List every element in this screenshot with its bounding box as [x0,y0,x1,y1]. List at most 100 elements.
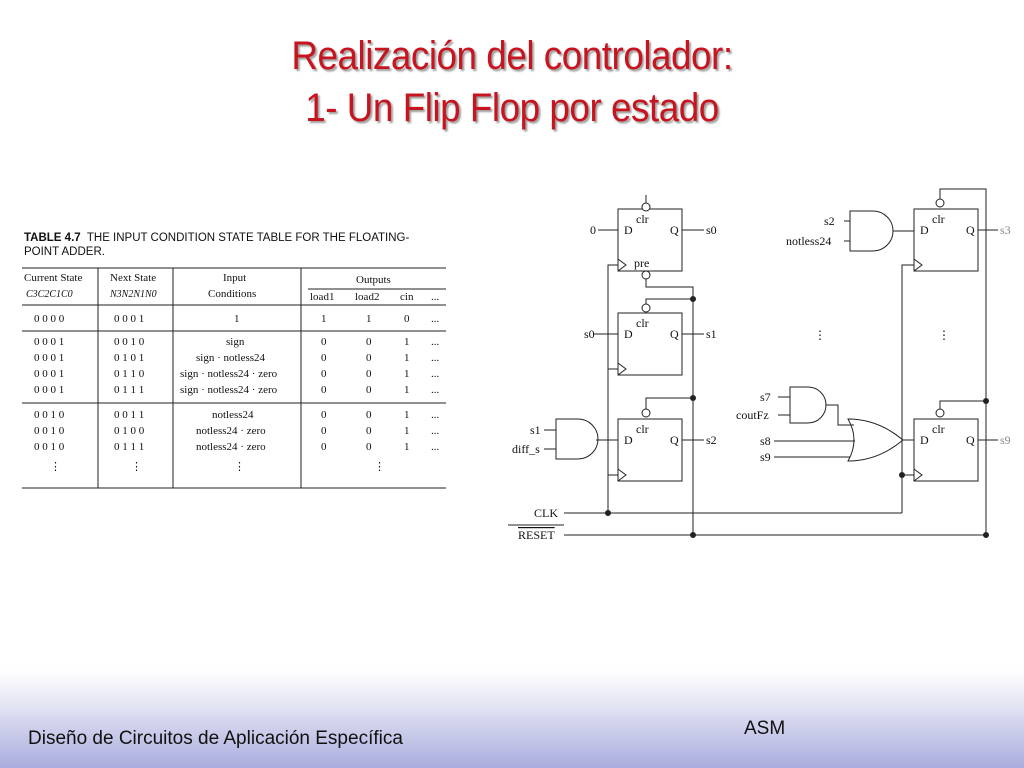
header-current-state: Current State [24,272,83,284]
ff3-clr: clr [932,212,945,226]
ellipsis-left: ⋮ [814,328,826,342]
cell-cs: 0 0 0 1 [34,336,65,348]
table-caption: TABLE 4.7 THE INPUT CONDITION STATE TABL… [24,231,444,259]
cell-cond: sign · notless24 [196,352,266,364]
cell-cs: ⋮ [50,461,61,473]
cell-ns: 0 1 1 0 [114,368,145,380]
cell-cs: 0 0 0 0 [34,313,65,325]
clk-label: CLK [534,506,558,520]
cell-ns: 0 1 0 1 [114,352,145,364]
cell-more: ... [431,441,440,453]
input-s1-label: s1 [530,423,541,437]
cell-cin: 0 [404,313,410,325]
cell-load2: 0 [366,352,372,364]
cell-cond: sign · notless24 · zero [180,368,278,380]
cell-cin: 1 [404,352,410,364]
ff0-pre: pre [634,256,649,270]
title-line-1: Realización del controlador: [291,34,733,78]
title-line-2: 1- Un Flip Flop por estado [305,86,719,130]
input-s9-label: s9 [760,450,771,464]
cell-cs: 0 0 1 0 [34,441,65,453]
cell-load1: 0 [321,409,327,421]
section-name: ASM [744,718,786,739]
cell-load1: 1 [321,313,327,325]
slide-title: Realización del controlador: 1- Un Flip … [41,30,983,134]
input-diff-s-label: diff_s [512,442,540,456]
cell-ns: 0 0 1 1 [114,409,145,421]
cell-cin: 1 [404,384,410,396]
cell-more: ... [431,313,440,325]
cell-load1: 0 [321,368,327,380]
flip-flop-1 [617,312,683,376]
cell-cin: 1 [404,368,410,380]
output-s3-label: s3 [1000,223,1011,237]
header-more: ... [431,291,440,303]
table-label: TABLE 4.7 [24,232,81,244]
ff1-q: Q [670,327,679,341]
cell-ns: 0 1 0 0 [114,425,145,437]
header-input: Input [223,272,247,284]
ff0-clr: clr [636,212,649,226]
input-zero-label: 0 [590,223,596,237]
table-caption-text: THE INPUT CONDITION STATE TABLE FOR THE … [24,232,410,258]
one-hot-schematic: clr D Q pre clr D Q clr D Q clr D Q clr … [508,183,1016,540]
cell-ns: 0 1 1 1 [114,384,145,396]
header-current-state-vars: C3C2C1C0 [26,289,73,300]
cell-cond: notless24 · zero [196,425,266,437]
cell-load2: 0 [366,409,372,421]
input-s2-label: s2 [824,214,835,228]
header-load1: load1 [310,291,335,303]
cell-cin: 1 [404,441,410,453]
cell-more: ... [431,368,440,380]
reset-label: RESET [518,528,555,540]
cell-load2: 0 [366,425,372,437]
cell-load2: 0 [366,336,372,348]
header-next-state: Next State [110,272,157,284]
cell-load2: 0 [366,368,372,380]
header-next-state-vars: N3N2N1N0 [110,289,157,300]
flip-flop-3 [913,208,979,272]
cell-load1: 0 [321,441,327,453]
state-table-figure: TABLE 4.7 THE INPUT CONDITION STATE TABL… [18,213,458,533]
cell-ns: 0 0 1 0 [114,336,145,348]
output-s2-label: s2 [706,433,717,447]
ff1-clr: clr [636,316,649,330]
cell-more: ... [431,336,440,348]
cell-cin: ⋮ [374,461,385,473]
ellipsis-right: ⋮ [938,328,950,342]
output-s9-label: s9 [1000,433,1011,447]
header-outputs: Outputs [356,274,391,286]
cell-more: ... [431,409,440,421]
cell-cin: 1 [404,409,410,421]
output-s0-label: s0 [706,223,717,237]
cell-cond: notless24 [212,409,254,421]
input-s0-label: s0 [584,327,595,341]
cell-cond: sign · notless24 · zero [180,384,278,396]
ff2-d: D [624,433,633,447]
ff0-q: Q [670,223,679,237]
cell-load1: 0 [321,336,327,348]
header-cin: cin [400,291,414,303]
input-s7-label: s7 [760,390,771,404]
cell-cs: 0 0 1 0 [34,409,65,421]
cell-more: ... [431,384,440,396]
ff3-q: Q [966,223,975,237]
flip-flop-2 [617,418,683,482]
header-load2: load2 [355,291,380,303]
ff9-q: Q [966,433,975,447]
flip-flop-9 [913,418,979,482]
ff9-clr: clr [932,422,945,436]
ff3-d: D [920,223,929,237]
input-s8-label: s8 [760,434,771,448]
ff2-q: Q [670,433,679,447]
cell-ns: 0 0 0 1 [114,313,145,325]
cell-cin: 1 [404,336,410,348]
table-rules [22,267,446,489]
ff1-d: D [624,327,633,341]
ff2-clr: clr [636,422,649,436]
cell-load2: 0 [366,441,372,453]
header-conditions: Conditions [208,288,257,300]
cell-more: ... [431,425,440,437]
input-notless24-label: notless24 [786,234,831,248]
cell-more: ... [431,352,440,364]
